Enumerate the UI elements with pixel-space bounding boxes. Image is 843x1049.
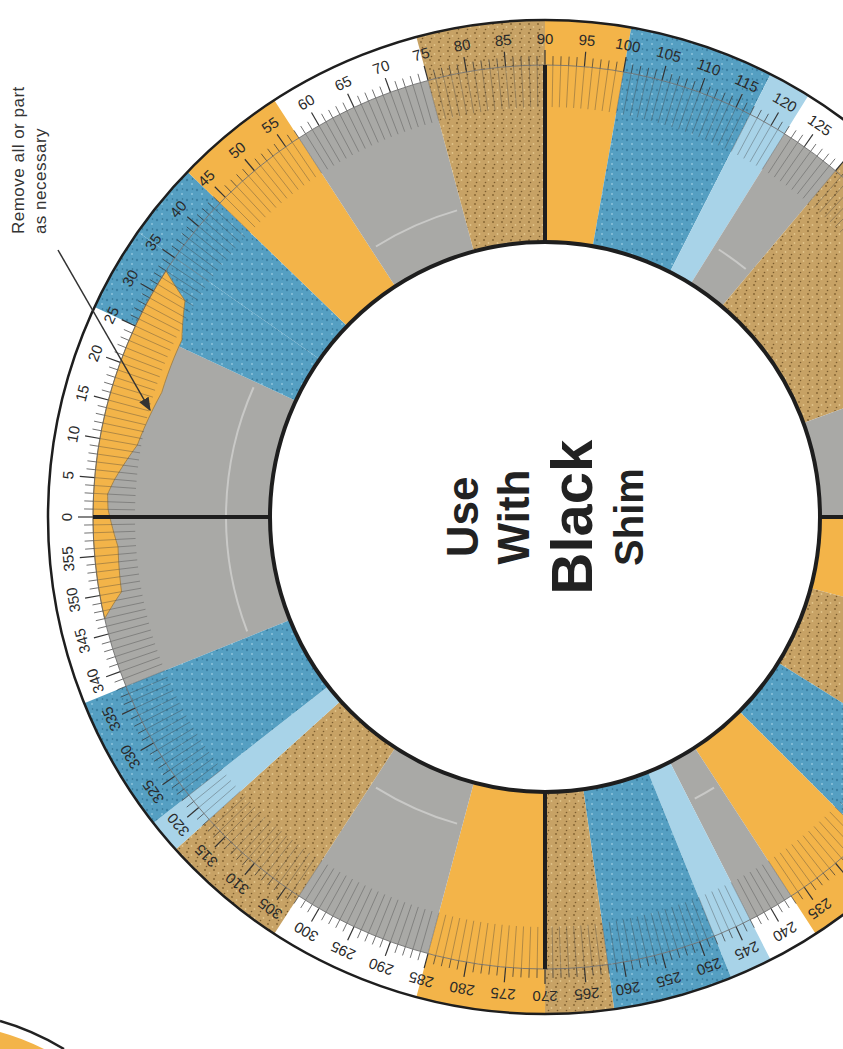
wheel-outline <box>48 20 843 1014</box>
band-line <box>718 249 746 270</box>
degree-number: 30 <box>120 267 141 289</box>
scale-band <box>416 20 545 80</box>
degree-number: 340 <box>84 666 107 695</box>
scale-band <box>623 28 770 115</box>
degree-number: 250 <box>694 956 723 979</box>
band-line <box>375 209 457 247</box>
degree-number: 110 <box>695 56 723 78</box>
degree-number: 5 <box>60 470 76 480</box>
wheel-face <box>48 20 843 1014</box>
degree-number: 35 <box>142 231 164 253</box>
degree-number: 260 <box>615 979 642 998</box>
shim-instruction: With <box>489 440 540 595</box>
degree-number: 285 <box>407 969 435 990</box>
shim-instruction: Use <box>438 440 489 595</box>
removable-tab <box>93 271 185 619</box>
degree-number: 325 <box>139 777 166 806</box>
second-wheel-edge <box>0 1021 64 1049</box>
degree-number: 310 <box>223 870 252 898</box>
degree-number: 80 <box>452 36 471 54</box>
degree-number: 280 <box>448 979 475 998</box>
degree-number: 335 <box>99 705 123 734</box>
color-band <box>428 65 545 251</box>
color-band <box>545 789 608 969</box>
degree-number: 85 <box>494 32 512 48</box>
degree-number: 245 <box>733 939 762 963</box>
degree-number: 240 <box>770 919 799 945</box>
degree-number: 25 <box>101 304 122 325</box>
degree-number: 55 <box>259 114 281 136</box>
degree-number: 70 <box>371 57 392 77</box>
degree-number: 305 <box>256 896 285 923</box>
degree-number: 315 <box>192 842 220 870</box>
degree-number: 115 <box>733 71 761 95</box>
band-line <box>375 787 457 825</box>
degree-number: 100 <box>615 36 642 55</box>
degree-number: 45 <box>195 167 217 189</box>
degree-number: 65 <box>332 73 353 94</box>
degree-number: 15 <box>73 383 92 403</box>
degree-number: 20 <box>85 343 105 364</box>
degree-number: 320 <box>164 810 192 839</box>
degree-number: 330 <box>117 742 143 771</box>
shim-instruction: Black <box>539 440 606 595</box>
scale-band <box>84 686 189 823</box>
degree-number: 290 <box>367 956 396 979</box>
degree-number: 345 <box>72 627 93 655</box>
note-text: Remove all or part as necessary <box>8 66 52 234</box>
degree-number: 90 <box>537 31 554 46</box>
degree-number: 270 <box>532 989 557 1004</box>
degree-number: 105 <box>655 44 683 65</box>
center-text: UseWithBlackShim <box>438 440 652 595</box>
degree-number: 350 <box>64 587 83 614</box>
degree-number: 300 <box>291 919 320 945</box>
degree-number: 120 <box>770 89 799 115</box>
leader-line <box>58 250 150 410</box>
degree-number: 60 <box>295 92 317 113</box>
scale-ticks <box>78 50 843 984</box>
degree-number: 255 <box>655 969 683 990</box>
band-line <box>694 787 714 800</box>
degree-number: 95 <box>578 32 596 48</box>
degree-number: 10 <box>64 424 82 443</box>
degree-number: 0 <box>59 513 74 521</box>
degree-number: 125 <box>805 111 834 138</box>
scale-band <box>187 100 298 203</box>
degree-number: 75 <box>411 45 431 64</box>
center-disc: UseWithBlackShim <box>268 240 822 794</box>
degree-number: 295 <box>328 939 357 963</box>
degree-number: 355 <box>59 546 76 572</box>
degree-number: 40 <box>167 198 189 220</box>
scale-band <box>416 954 545 1014</box>
shim-instruction: Shim <box>606 440 652 595</box>
degree-number: 275 <box>490 986 516 1003</box>
band-line <box>225 387 254 632</box>
degree-number: 50 <box>226 139 248 161</box>
wheel-bands <box>48 20 843 1014</box>
degree-number: 235 <box>805 896 834 923</box>
scale-band <box>176 819 299 933</box>
scale-band <box>836 136 843 362</box>
degree-number: 265 <box>574 986 600 1003</box>
